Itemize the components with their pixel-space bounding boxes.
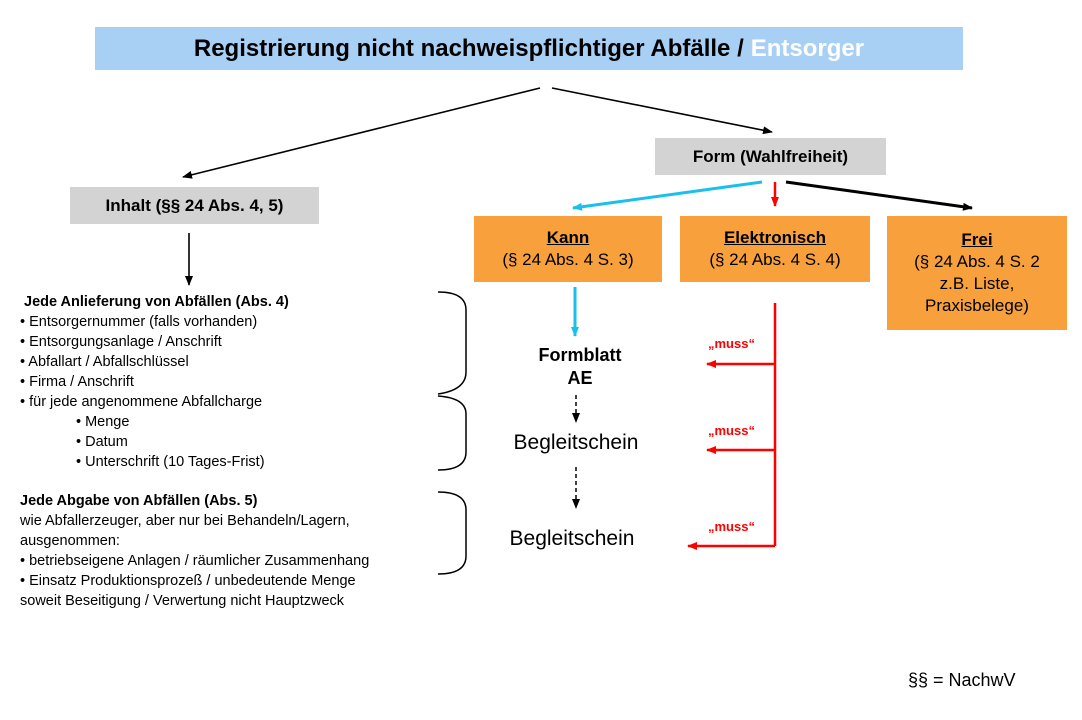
begleitschein-2: Begleitschein	[509, 527, 635, 550]
list-item: • Einsatz Produktionsprozeß / unbedeuten…	[20, 573, 356, 589]
arrow-title-to-form	[551, 87, 773, 135]
sub-list-item: • Unterschrift (10 Tages-Frist)	[76, 454, 265, 470]
option-elektronisch-sub: (§ 24 Abs. 4 S. 4)	[709, 250, 841, 269]
list-item: soweit Beseitigung / Verwertung nicht Ha…	[20, 593, 345, 609]
list-item: • Abfallart / Abfallschlüssel	[20, 354, 189, 370]
anlieferung-block: Jede Anlieferung von Abfällen (Abs. 4) •…	[20, 292, 289, 472]
abgabe-block: Jede Abgabe von Abfällen (Abs. 5) wie Ab…	[20, 491, 369, 611]
formblatt-line1: Formblatt	[538, 345, 622, 365]
option-frei-sub: (§ 24 Abs. 4 S. 2	[914, 251, 1040, 271]
list-item: • Firma / Anschrift	[20, 374, 134, 390]
title-main: Registrierung nicht nachweispflichtiger …	[193, 34, 744, 62]
option-frei-box: Frei (§ 24 Abs. 4 S. 2 z.B. Liste, Praxi…	[887, 216, 1067, 330]
sub-list-item: • Datum	[76, 434, 128, 450]
formblatt-line2: AE	[567, 368, 593, 388]
option-kann-box: Kann (§ 24 Abs. 4 S. 3)	[474, 216, 662, 282]
diagram-title: Registrierung nicht nachweispflichtiger …	[95, 27, 963, 70]
option-elektronisch-head: Elektronisch	[723, 227, 827, 247]
form-box: Form (Wahlfreiheit)	[655, 138, 886, 175]
muss-label-1: „muss“	[708, 336, 755, 351]
begleitschein-1: Begleitschein	[513, 431, 639, 454]
option-kann-sub: (§ 24 Abs. 4 S. 3)	[502, 250, 634, 269]
list-item: • Entsorgungsanlage / Anschrift	[20, 334, 222, 350]
footnote: §§ = NachwV	[908, 670, 1016, 690]
sub-list-item: • Menge	[76, 414, 130, 430]
arrow-title-to-inhalt	[182, 87, 541, 179]
list-item: • Entsorgernummer (falls vorhanden)	[20, 314, 258, 330]
option-frei-sub3: Praxisbelege)	[925, 296, 1029, 316]
muss-label-2: „muss“	[708, 423, 755, 438]
brace-anlieferung-bottom	[437, 395, 467, 471]
brace-anlieferung-top	[437, 291, 467, 395]
option-frei-head: Frei	[961, 229, 993, 249]
inhalt-box: Inhalt (§§ 24 Abs. 4, 5)	[70, 187, 319, 224]
arrow-form-to-kann	[572, 180, 763, 211]
list-item: wie Abfallerzeuger, aber nur bei Behande…	[20, 513, 350, 529]
option-frei-sub2: z.B. Liste,	[939, 274, 1015, 293]
arrow-form-to-frei	[785, 180, 973, 211]
brace-abgabe	[437, 491, 467, 575]
list-item: ausgenommen:	[20, 533, 120, 549]
formblatt-label: Formblatt AE	[500, 344, 660, 390]
option-kann-head: Kann	[546, 227, 590, 247]
title-accent: Entsorger	[750, 34, 865, 62]
option-elektronisch-box: Elektronisch (§ 24 Abs. 4 S. 4)	[680, 216, 870, 282]
anlieferung-heading: Jede Anlieferung von Abfällen (Abs. 4)	[24, 294, 289, 310]
abgabe-heading: Jede Abgabe von Abfällen (Abs. 5)	[20, 493, 258, 509]
list-item: • für jede angenommene Abfallcharge	[20, 394, 263, 410]
list-item: • betriebseigene Anlagen / räumlicher Zu…	[20, 553, 370, 569]
muss-label-3: „muss“	[708, 519, 755, 534]
